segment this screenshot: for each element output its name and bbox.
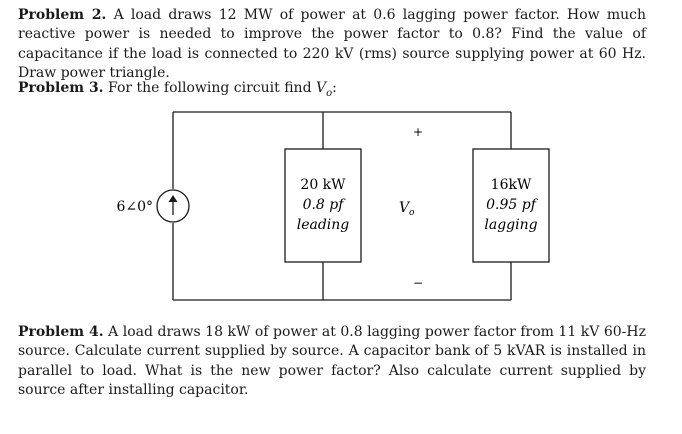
minus-sign: − <box>413 276 423 290</box>
problem-3-variable: V <box>316 80 327 96</box>
vo-label: V <box>399 200 411 216</box>
problem-3-heading: Problem 3. <box>18 80 104 96</box>
problem-2-paragraph: Problem 2. A load draws 12 MW of power a… <box>18 6 646 84</box>
load1-power: 20 kW <box>300 177 346 193</box>
load1-box <box>284 148 362 263</box>
problem-3-paragraph: Problem 3. For the following circuit fin… <box>18 79 646 103</box>
problem-2-heading: Problem 2. <box>18 7 107 23</box>
vo-subscript: o <box>409 208 415 218</box>
problem-4-text: A load draws 18 kW of power at 0.8 laggi… <box>18 324 646 399</box>
circuit-diagram: 6∠0° 20 kW 0.8 pf leading 16kW 0.95 pf l… <box>116 111 550 301</box>
current-source-symbol <box>156 189 190 223</box>
load2-box <box>472 148 550 263</box>
problem-2-text: A load draws 12 MW of power at 0.6 laggi… <box>18 7 646 82</box>
load2-power-factor: 0.95 pf <box>486 197 539 213</box>
problem-3-text: For the following circuit find <box>108 80 316 96</box>
load2-power: 16kW <box>491 177 532 193</box>
problem-3-variable-subscript: o <box>326 87 333 99</box>
problem-3-colon: : <box>332 80 337 96</box>
source-label: 6∠0° <box>116 199 153 215</box>
load1-type: leading <box>297 217 350 233</box>
current-source-arrow-head <box>168 195 178 202</box>
load2-type: lagging <box>484 217 537 233</box>
circuit-wires <box>156 111 550 301</box>
problem-4-heading: Problem 4. <box>18 324 104 340</box>
load1-power-factor: 0.8 pf <box>303 197 347 213</box>
problem-4-paragraph: Problem 4. A load draws 18 kW of power a… <box>18 323 646 401</box>
plus-sign: + <box>413 125 423 139</box>
